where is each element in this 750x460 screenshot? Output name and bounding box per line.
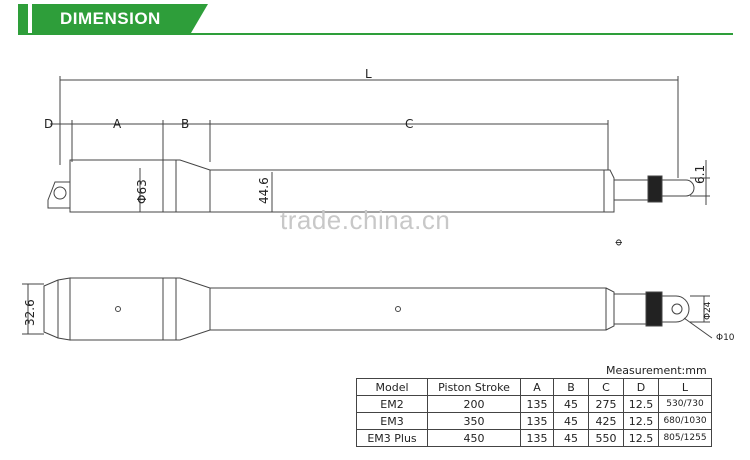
dim-d63: Φ63 xyxy=(135,179,149,204)
col-b: B xyxy=(553,378,589,396)
cell-stroke: 200 xyxy=(427,395,521,413)
dim-44-6: 44.6 xyxy=(257,177,271,204)
cell-b: 45 xyxy=(553,395,589,413)
dim-24: Φ24 xyxy=(703,301,713,320)
cell-model: EM3 Plus xyxy=(356,429,428,447)
piston-rod-bottom xyxy=(613,293,651,325)
motor-housing xyxy=(69,159,164,213)
cell-d: 12.5 xyxy=(623,412,659,430)
rod-collar-bottom xyxy=(645,291,663,327)
cell-c: 425 xyxy=(588,412,624,430)
table-header-row: Model Piston Stroke A B C D L xyxy=(356,378,712,396)
cell-stroke: 450 xyxy=(427,429,521,447)
label-C: C xyxy=(405,117,413,131)
label-A: A xyxy=(113,117,122,131)
col-c: C xyxy=(588,378,624,396)
table-row: EM3 350 135 45 425 12.5 680/1030 xyxy=(356,412,712,430)
header-rule xyxy=(18,33,733,35)
bottom-view xyxy=(22,277,713,341)
cell-a: 135 xyxy=(520,429,554,447)
top-view xyxy=(47,76,710,213)
dim-6-1: 6.1 xyxy=(693,165,707,184)
table-row: EM3 Plus 450 135 45 550 12.5 805/1255 xyxy=(356,429,712,447)
cell-l: 680/1030 xyxy=(658,412,712,430)
cell-model: EM3 xyxy=(356,412,428,430)
table-row: EM2 200 135 45 275 12.5 530/730 xyxy=(356,395,712,413)
front-clevis xyxy=(662,179,695,197)
rear-clevis-hole xyxy=(53,186,67,200)
front-clevis-hole xyxy=(671,303,683,315)
label-D: D xyxy=(44,117,53,131)
spec-table: Model Piston Stroke A B C D L EM2 200 13… xyxy=(356,378,712,447)
watermark: trade.china.cn xyxy=(280,205,451,235)
housing-taper xyxy=(163,159,211,213)
col-a: A xyxy=(520,378,554,396)
motor-housing-bottom xyxy=(69,277,164,341)
header-banner: DIMENSION xyxy=(18,4,208,34)
rear-clevis xyxy=(47,181,71,209)
banner-stripe xyxy=(18,4,28,34)
tube-end-cap-bottom xyxy=(605,287,615,331)
col-l: L xyxy=(658,378,712,396)
leader-10 xyxy=(683,317,713,339)
measurement-note: Measurement:mm xyxy=(606,364,707,377)
dim-10: Φ10 xyxy=(716,333,735,343)
label-B: B xyxy=(181,117,189,131)
cell-d: 12.5 xyxy=(623,395,659,413)
rear-bracket xyxy=(43,277,71,341)
cell-l: 805/1255 xyxy=(658,429,712,447)
banner-body xyxy=(32,4,208,34)
outer-tube xyxy=(210,169,605,213)
housing-taper-bottom xyxy=(163,277,211,341)
cell-d: 12.5 xyxy=(623,429,659,447)
dim-partial-phi: Φ xyxy=(615,239,625,246)
cell-c: 275 xyxy=(588,395,624,413)
cell-b: 45 xyxy=(553,412,589,430)
front-clevis-bottom xyxy=(662,295,690,323)
col-d: D xyxy=(623,378,659,396)
piston-rod xyxy=(613,179,653,201)
col-piston-stroke: Piston Stroke xyxy=(427,378,521,396)
tube-end-cap xyxy=(604,169,615,213)
cell-model: EM2 xyxy=(356,395,428,413)
cell-stroke: 350 xyxy=(427,412,521,430)
rod-collar xyxy=(647,175,663,203)
cell-c: 550 xyxy=(588,429,624,447)
cell-l: 530/730 xyxy=(658,395,712,413)
cell-b: 45 xyxy=(553,429,589,447)
screw-hole-2 xyxy=(395,306,401,312)
screw-hole-1 xyxy=(115,306,121,312)
dim-32-6: 32.6 xyxy=(23,299,37,326)
col-model: Model xyxy=(356,378,428,396)
cell-a: 135 xyxy=(520,412,554,430)
page-title: DIMENSION xyxy=(60,9,161,28)
outer-tube-bottom xyxy=(210,287,607,331)
label-L: L xyxy=(365,67,372,81)
cell-a: 135 xyxy=(520,395,554,413)
